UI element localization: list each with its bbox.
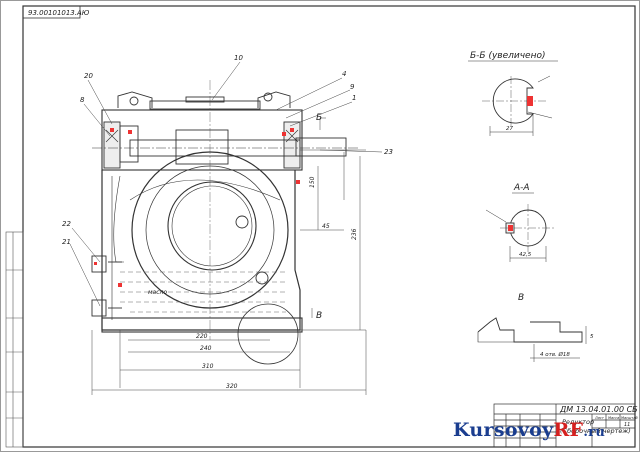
oil-label: масло — [148, 289, 167, 296]
drawing-frame — [22, 5, 636, 448]
view-v-title: В — [518, 293, 524, 303]
title-block-col-sheet: Лист — [594, 416, 605, 420]
view-v: В 5 4 отв. Ø18 — [477, 293, 594, 362]
title-block-name-2: (Сборочный чертеж) — [560, 427, 631, 435]
section-bb-width: 27 — [506, 126, 513, 132]
view-v-dim: 5 — [590, 334, 594, 340]
callout-21: 21 — [62, 238, 71, 246]
title-block-code: ДМ 13.04.01.00 СБ — [559, 405, 638, 414]
section-aa-width: 42,5 — [519, 252, 532, 258]
section-aa: А-А 42,5 — [485, 183, 556, 262]
callout-numbers: 10 4 9 1 20 8 23 22 21 Б В — [62, 54, 393, 321]
cut-marker-b: Б — [316, 113, 322, 123]
callout-20: 20 — [84, 72, 93, 80]
section-aa-title: А-А — [513, 183, 530, 193]
callout-10: 10 — [234, 54, 243, 62]
callout-4: 4 — [342, 70, 346, 78]
callout-leaders — [69, 61, 383, 318]
section-bb: Б-Б (увеличено) 27 — [468, 51, 558, 136]
top-doc-code: 93.00101013.АЮ — [28, 9, 90, 17]
cut-marker-v: В — [316, 311, 322, 321]
dim-240: 240 — [200, 345, 212, 352]
callout-8: 8 — [80, 96, 85, 104]
gearbox-main-view — [91, 91, 360, 365]
view-v-note: 4 отв. Ø18 — [540, 351, 570, 358]
dim-320: 320 — [226, 383, 238, 390]
dim-45: 45 — [322, 223, 330, 230]
dim-220: 220 — [196, 333, 208, 340]
callout-23: 23 — [384, 148, 393, 156]
top-code-box: 93.00101013.АЮ — [22, 5, 90, 19]
title-block-col-scale: Масштаб — [621, 416, 638, 420]
callout-22: 22 — [62, 220, 71, 228]
title-block — [493, 403, 636, 448]
dim-150: 150 — [309, 176, 316, 188]
watermark-logo: KursovoyRF.ru — [453, 419, 605, 441]
dimension-lines — [91, 80, 367, 395]
dimension-texts: 220 240 310 320 236 150 45 масло — [148, 176, 358, 390]
watermark-part2: RF — [553, 419, 584, 441]
section-bb-title: Б-Б (увеличено) — [470, 51, 546, 61]
title-block-name-1: Редуктор — [562, 418, 594, 426]
dim-236: 236 — [351, 228, 358, 240]
dim-310: 310 — [202, 363, 214, 370]
callout-1: 1 — [352, 94, 356, 102]
title-block-col-mass: Масса — [608, 416, 619, 420]
watermark-part3: .ru — [583, 425, 606, 440]
callout-9: 9 — [350, 83, 355, 91]
watermark-part1: Kursovoy — [453, 419, 554, 441]
left-margin-stamp — [5, 231, 24, 448]
title-block-sheet-no: 11 — [624, 422, 630, 428]
